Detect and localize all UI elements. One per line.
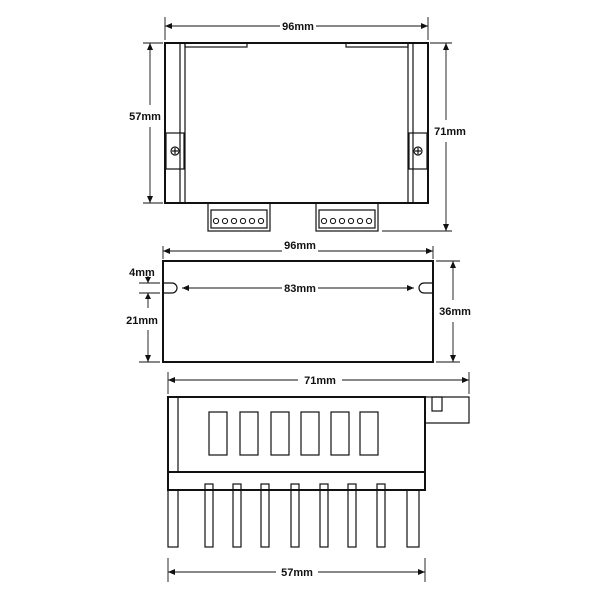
end-view: 71mm 57mm [167, 372, 470, 582]
vent-slots [208, 411, 379, 456]
side-body-outline [162, 260, 434, 363]
top-view: 96mm 57mm 71mm [129, 17, 466, 232]
heatsink-fins [167, 483, 420, 548]
right-mount-tab [408, 132, 428, 170]
side-view: 96mm 83mm 4mm 21mm 36mm [126, 240, 471, 363]
top-left-height-label: 57mm [129, 111, 161, 123]
end-width-top-label: 71mm [304, 375, 336, 387]
top-right-height-label: 71mm [434, 126, 466, 138]
side-width-label: 96mm [284, 240, 316, 252]
side-right-height-label: 36mm [439, 306, 471, 318]
end-body-outline [167, 396, 426, 473]
right-screw-icon [413, 146, 423, 156]
top-right-rail [407, 42, 429, 204]
right-terminal-block [315, 202, 379, 232]
end-side-tab [424, 396, 470, 424]
side-left-height-label: 21mm [126, 315, 158, 327]
side-slot-label: 4mm [129, 267, 155, 279]
top-body-outline [164, 42, 429, 204]
top-width-label: 96mm [282, 21, 314, 33]
end-width-bottom-label: 57mm [281, 567, 313, 579]
left-mount-tab [165, 132, 185, 170]
left-terminal-block [207, 202, 271, 232]
top-left-rail [164, 42, 186, 204]
side-inner-width-label: 83mm [284, 283, 316, 295]
left-screw-icon [170, 146, 180, 156]
